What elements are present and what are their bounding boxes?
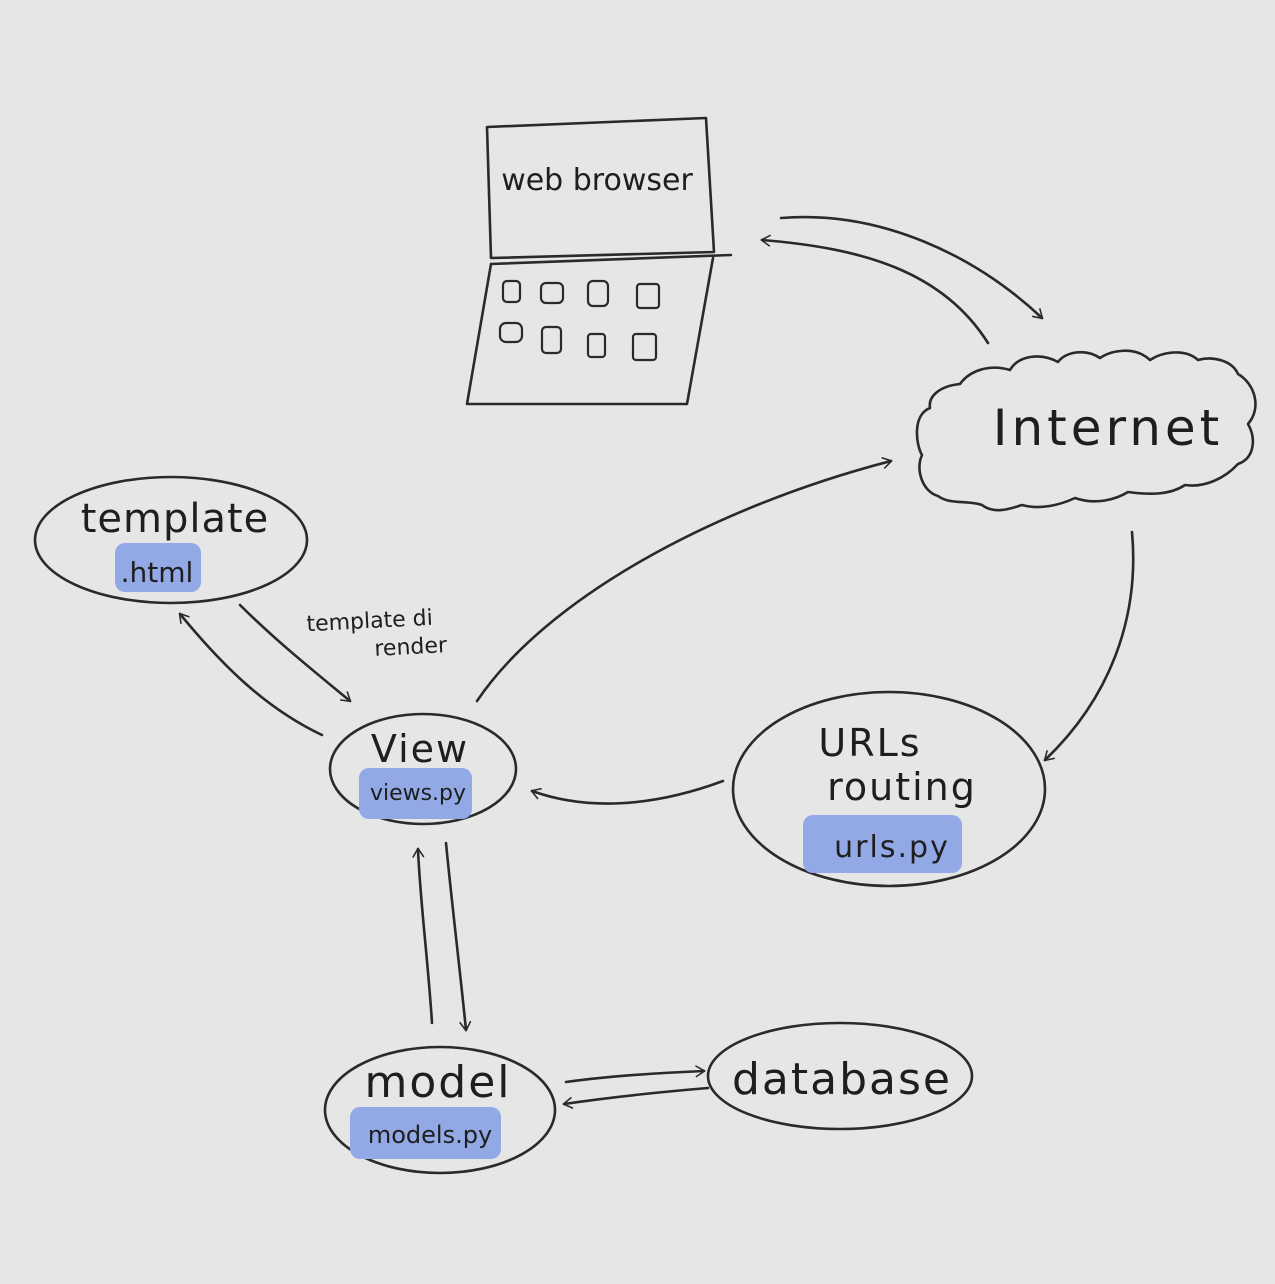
template-label: template [81, 496, 270, 542]
urls-routing-label: routing [827, 765, 977, 809]
model-file-label: models.py [368, 1121, 492, 1149]
template-file-label: .html [121, 556, 194, 589]
web-browser-node: web browser [465, 116, 733, 406]
internet-cloud [915, 349, 1257, 512]
template-render-line1: template di [306, 606, 434, 638]
urls-file-label: urls.py [834, 830, 950, 865]
urls-label: URLs [818, 721, 921, 765]
laptop-base [465, 253, 733, 406]
view-file-label: views.py [370, 781, 466, 806]
model-ellipse [323, 1045, 557, 1175]
template-ellipse [33, 475, 309, 605]
view-label: View [371, 727, 469, 771]
internet-node: Internet [915, 349, 1257, 512]
arrow-view-to-internet [475, 457, 893, 703]
arrow-view-to-model [444, 841, 472, 1032]
database-ellipse [706, 1021, 974, 1131]
urls-file-highlight [803, 815, 962, 873]
view-file-highlight [359, 768, 472, 819]
view-node: View views.py [328, 712, 518, 826]
arrow-database-to-model [562, 1086, 710, 1109]
arrow-template-to-view [238, 603, 352, 703]
keyboard-keys [498, 279, 661, 362]
urls-ellipse [731, 690, 1047, 888]
database-node: database [706, 1021, 974, 1131]
urls-node: URLs routing urls.py [731, 690, 1047, 888]
template-render-line2: render [374, 633, 449, 662]
model-label: model [364, 1057, 511, 1108]
arrow-model-to-database [564, 1065, 706, 1084]
view-ellipse [328, 712, 518, 826]
arrow-model-to-view [412, 847, 434, 1025]
arrow-internet-to-browser [760, 234, 990, 345]
database-label: database [732, 1054, 952, 1105]
laptop-screen [485, 116, 716, 260]
arrow-urls-to-view [530, 779, 725, 805]
template-node: template .html [33, 475, 309, 605]
web-browser-label: web browser [501, 163, 693, 198]
template-file-highlight [115, 543, 201, 592]
template-render-annotation: template di render [306, 606, 449, 662]
internet-label: Internet [993, 399, 1224, 457]
model-file-highlight [350, 1107, 501, 1159]
arrow-internet-to-urls [1043, 530, 1135, 762]
arrow-browser-to-internet [779, 215, 1044, 320]
arrow-view-to-template [178, 612, 324, 737]
model-node: model models.py [323, 1045, 557, 1175]
